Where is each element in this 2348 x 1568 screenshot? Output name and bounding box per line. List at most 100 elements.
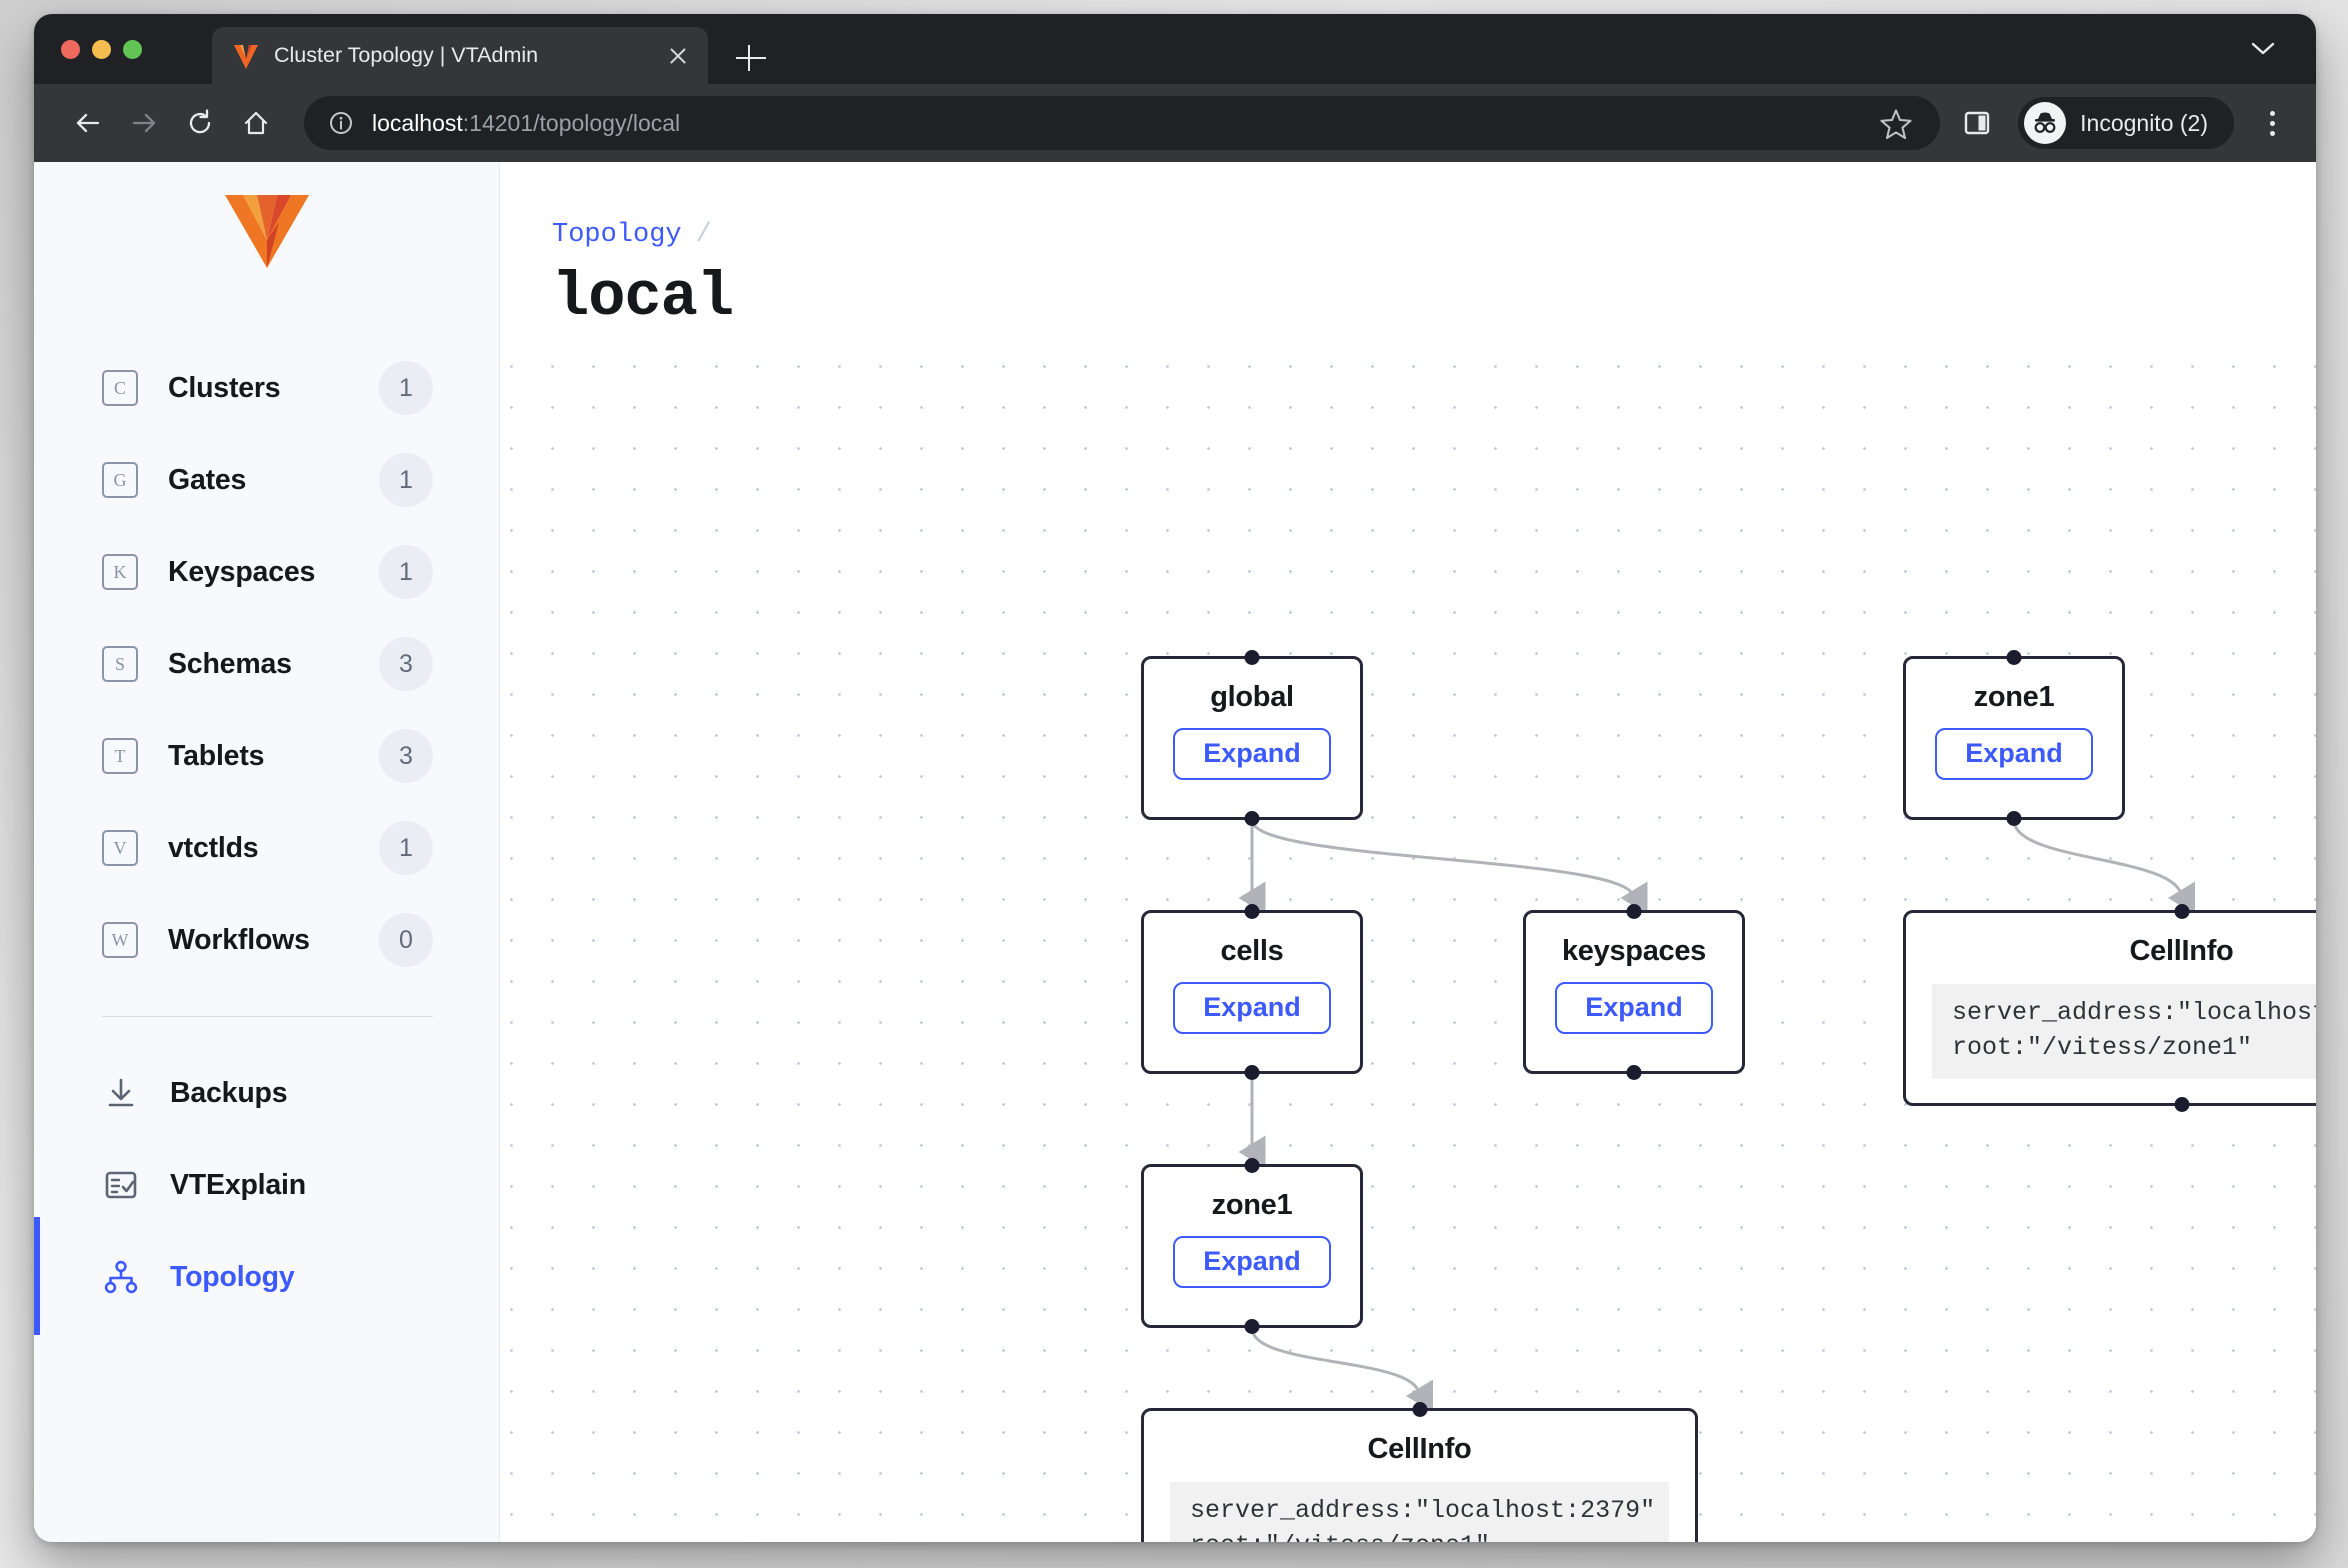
node-handle-bottom[interactable] <box>1244 1065 1260 1080</box>
node-title: CellInfo <box>1367 1433 1472 1465</box>
node-title: zone1 <box>1211 1189 1293 1221</box>
sidebar-item-label: Workflows <box>168 923 310 956</box>
incognito-icon <box>2024 102 2067 144</box>
breadcrumb-link-topology[interactable]: Topology <box>552 220 682 250</box>
node-handle-top[interactable] <box>1244 904 1260 919</box>
browser-toolbar: localhost:14201/topology/local <box>34 84 2316 162</box>
sidebar-item-label: vtctlds <box>168 831 259 864</box>
node-handle-top[interactable] <box>2006 650 2022 665</box>
breadcrumb-separator: / <box>695 220 712 250</box>
node-handle-top[interactable] <box>1244 650 1260 665</box>
workflows-badge-icon: W <box>102 922 138 958</box>
vtctlds-badge-icon: V <box>102 830 138 866</box>
sidebar-item-topology[interactable]: Topology <box>34 1217 433 1335</box>
node-handle-top[interactable] <box>1412 1402 1427 1417</box>
sidebar-item-count: 1 <box>379 821 433 875</box>
clusters-badge-icon: C <box>102 370 138 406</box>
menu-dot <box>2269 130 2275 136</box>
menu-dot <box>2269 110 2275 116</box>
expand-button[interactable]: Expand <box>1173 982 1331 1034</box>
node-handle-top[interactable] <box>1244 1158 1260 1173</box>
node-code-block: server_address:"localhost:2379" root:"/v… <box>1170 1482 1669 1542</box>
profile-button[interactable]: Incognito (2) <box>2018 97 2234 149</box>
node-handle-bottom[interactable] <box>1244 811 1260 826</box>
node-handle-bottom[interactable] <box>1626 1065 1642 1080</box>
node-title: cells <box>1220 935 1284 967</box>
topology-edge-global-to-keyspaces <box>1250 819 1648 915</box>
maximize-window-button[interactable] <box>123 40 142 59</box>
minimize-window-button[interactable] <box>92 40 111 59</box>
sidebar-item-label: Gates <box>168 463 247 496</box>
chevron-down-icon[interactable] <box>2250 40 2276 56</box>
sidebar-item-label: Schemas <box>168 647 292 680</box>
breadcrumb: Topology / <box>552 220 712 250</box>
vitess-logo-icon <box>232 43 260 69</box>
expand-button[interactable]: Expand <box>1935 728 2093 780</box>
sidebar-item-count: 1 <box>379 453 433 507</box>
close-icon[interactable] <box>664 42 692 70</box>
sidebar-item-count: 1 <box>379 361 433 415</box>
topology-edge-zone1-right-to-cellinfo-right <box>2012 819 2196 915</box>
back-arrow-icon[interactable] <box>62 97 114 149</box>
topology-icon <box>102 1258 140 1296</box>
sidebar-divider <box>102 1016 433 1017</box>
browser-tab[interactable]: Cluster Topology | VTAdmin <box>212 27 708 84</box>
expand-button[interactable]: Expand <box>1555 982 1713 1034</box>
sidebar-item-backups[interactable]: Backups <box>102 1047 433 1139</box>
kebab-menu-icon[interactable] <box>2250 97 2294 149</box>
node-handle-top[interactable] <box>2174 904 2189 919</box>
home-icon[interactable] <box>230 97 282 149</box>
node-handle-bottom[interactable] <box>2006 811 2022 826</box>
info-circle-icon[interactable] <box>328 110 354 136</box>
side-panel-icon[interactable] <box>1954 100 2000 146</box>
node-title: zone1 <box>1973 681 2055 713</box>
sidebar-item-count: 3 <box>379 729 433 783</box>
expand-button[interactable]: Expand <box>1173 728 1331 780</box>
node-code-block: server_address:"localhost:2379" root:"/v… <box>1932 984 2316 1079</box>
sidebar-item-label: Backups <box>170 1076 288 1109</box>
node-handle-bottom[interactable] <box>2174 1097 2189 1112</box>
keyspaces-badge-icon: K <box>102 554 138 590</box>
sidebar-item-vtexplain[interactable]: VTExplain <box>102 1139 433 1231</box>
node-title: global <box>1210 681 1294 713</box>
tablets-badge-icon: T <box>102 738 138 774</box>
sidebar-item-label: VTExplain <box>170 1168 306 1201</box>
checklist-icon <box>102 1166 140 1204</box>
address-bar[interactable]: localhost:14201/topology/local <box>304 96 1941 150</box>
topology-node-cellinfo-bottom[interactable]: CellInfo server_address:"localhost:2379" … <box>1141 1402 1698 1542</box>
address-bar-path: :14201/topology/local <box>462 109 681 136</box>
star-icon[interactable] <box>1876 103 1916 143</box>
sidebar-item-label: Topology <box>170 1260 295 1293</box>
topology-node-cellinfo-right[interactable]: CellInfoserver_address:"localhost:2379" … <box>1903 904 2316 1112</box>
expand-button[interactable]: Expand <box>1173 1236 1331 1288</box>
reload-icon[interactable] <box>174 97 226 149</box>
node-handle-top[interactable] <box>1626 904 1642 919</box>
download-icon <box>102 1074 140 1112</box>
sidebar-logo[interactable] <box>34 192 499 268</box>
sidebar-item-count: 1 <box>379 545 433 599</box>
sidebar-item-gates[interactable]: G Gates 1 <box>102 434 433 526</box>
menu-dot <box>2269 120 2275 126</box>
close-window-button[interactable] <box>61 40 80 59</box>
gates-badge-icon: G <box>102 462 138 498</box>
node-handle-bottom[interactable] <box>1244 1319 1260 1334</box>
schemas-badge-icon: S <box>102 646 138 682</box>
plus-icon[interactable] <box>734 41 768 75</box>
forward-arrow-icon[interactable] <box>118 97 170 149</box>
node-title: keyspaces <box>1561 935 1707 967</box>
